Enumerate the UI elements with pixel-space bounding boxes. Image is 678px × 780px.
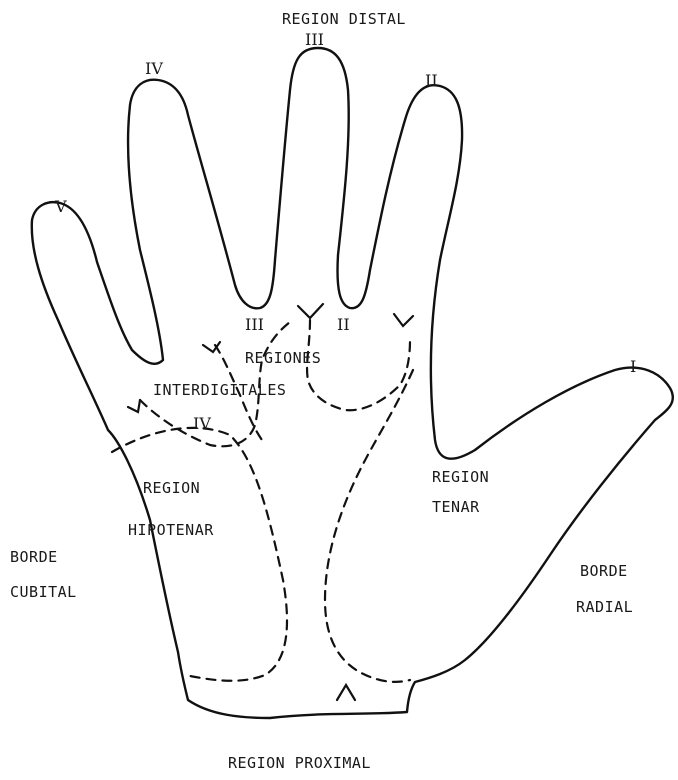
interdigital-label-ii: II: [337, 315, 350, 334]
hipotenar-boundary: [112, 428, 287, 681]
region-proximal-label: REGION PROXIMAL: [228, 754, 371, 772]
borde-radial-label-line2: RADIAL: [576, 598, 633, 616]
region-tenar-label-line1: REGION: [432, 468, 489, 486]
interdigital-label-iii: III: [245, 315, 264, 334]
region-hipotenar-label-line1: REGION: [143, 479, 200, 497]
finger-label-iii: III: [305, 30, 324, 49]
borde-cubital-label-line2: CUBITAL: [10, 583, 77, 601]
region-distal-label: REGION DISTAL: [282, 10, 406, 28]
finger-label-i: I: [630, 357, 636, 376]
borde-cubital-label-line1: BORDE: [10, 548, 58, 566]
interdigital-boundary-center: [307, 320, 410, 410]
regiones-label: REGIONES: [245, 349, 321, 367]
tenar-boundary: [325, 370, 413, 682]
borde-radial-label-line1: BORDE: [580, 562, 628, 580]
tick-mark-v-iv: [128, 400, 140, 412]
interdigital-label-iv: IV: [193, 414, 211, 433]
finger-label-v: V: [54, 197, 67, 216]
region-tenar-label-line2: TENAR: [432, 498, 480, 516]
region-hipotenar-label-line2: HIPOTENAR: [128, 521, 214, 539]
tick-mark-iii-ii: [298, 304, 323, 318]
tick-mark-proximal: [337, 685, 355, 700]
hand-outline: [32, 48, 673, 718]
finger-label-iv: IV: [145, 59, 163, 78]
finger-label-ii: II: [425, 71, 438, 90]
tick-mark-ii-i: [394, 314, 413, 326]
interdigitales-label: INTERDIGITALES: [153, 381, 286, 399]
